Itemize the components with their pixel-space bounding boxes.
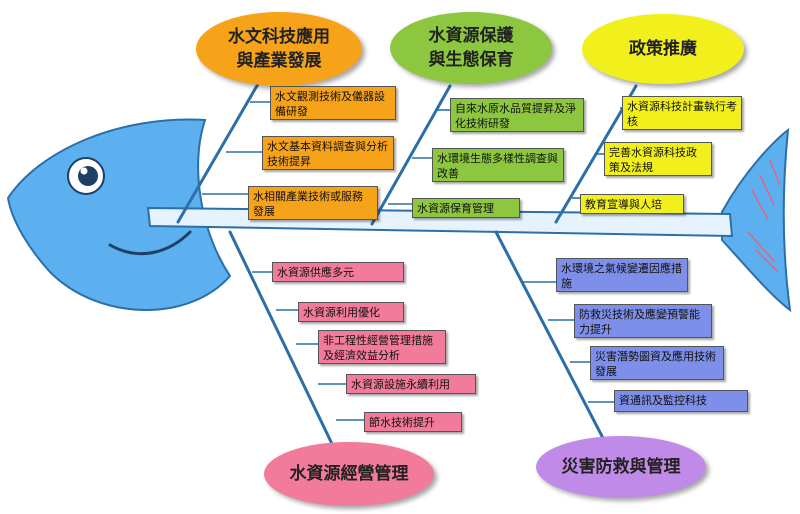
disaster-item-1: 水環境之氣候變遷因應措施 [556, 258, 688, 292]
ecology-item-1: 自來水原水品質提昇及淨化技術研發 [450, 98, 584, 132]
management-item-1: 水資源供應多元 [272, 262, 404, 282]
tech-item-1: 水文觀測技術及儀器設備研發 [270, 86, 396, 120]
disaster-item-3: 災害潛勢圖資及應用技術發展 [590, 346, 724, 380]
category-policy: 政策推廣 [582, 14, 744, 84]
category-management: 水資源經營管理 [264, 442, 434, 506]
tech-item-2: 水文基本資料調查與分析技術提昇 [262, 136, 394, 170]
category-ecology: 水資源保護 與生態保育 [390, 12, 552, 84]
policy-item-1: 水資源科技計畫執行考核 [622, 96, 742, 130]
category-disaster: 災害防救與管理 [536, 436, 706, 498]
management-item-3: 非工程性經營管理措施及經濟效益分析 [318, 330, 446, 364]
disaster-item-2: 防救災技術及應變預警能力提升 [574, 304, 712, 338]
disaster-item-4: 資通訊及監控科技 [614, 390, 748, 412]
tech-item-3: 水相關產業技術或服務發展 [248, 186, 378, 220]
management-item-4: 水資源設施永續利用 [346, 374, 476, 394]
policy-item-3: 教育宣導與人培 [580, 194, 684, 214]
management-item-5: 節水技術提升 [364, 412, 462, 432]
category-tech: 水文科技應用 與產業發展 [196, 12, 362, 86]
policy-item-2: 完善水資源科技政策及法規 [604, 142, 712, 176]
fish-tail [722, 130, 790, 310]
management-item-2: 水資源利用優化 [298, 302, 404, 322]
ecology-item-2: 水環境生態多樣性調查與改善 [432, 148, 564, 182]
ecology-item-3: 水資源保育管理 [412, 198, 520, 218]
